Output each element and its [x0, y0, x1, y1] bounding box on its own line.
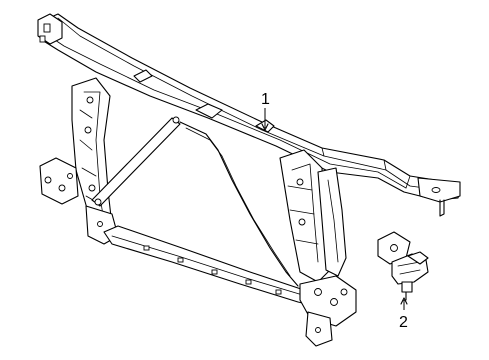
callout-1-label: 1 — [261, 91, 270, 108]
callout-2-label: 2 — [399, 314, 408, 331]
callout-1: 1 — [261, 91, 270, 131]
bracket-sensor-icon — [377, 231, 429, 301]
radiator-support-frame-icon — [37, 13, 461, 347]
callout-2: 2 — [399, 297, 408, 331]
